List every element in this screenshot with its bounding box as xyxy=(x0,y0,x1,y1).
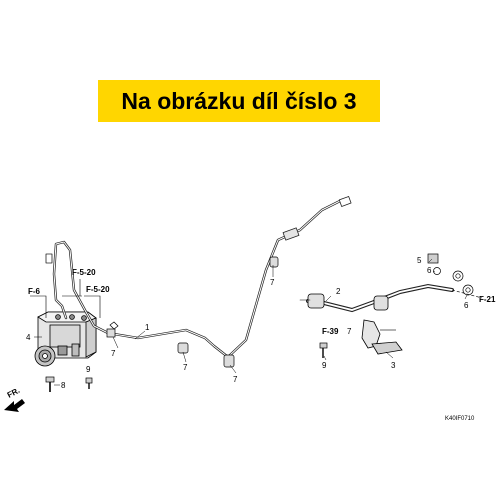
abs-modulator xyxy=(34,311,97,367)
ref-f21: F-21 xyxy=(479,295,496,304)
ref-f5-20-top: F-5-20 xyxy=(72,268,96,277)
callout-6-lower: 6 xyxy=(464,301,469,310)
callout-5: 5 xyxy=(417,256,422,265)
callout-1: 1 xyxy=(145,323,150,332)
f21-dashed-link xyxy=(451,289,483,299)
leader-lines xyxy=(34,258,468,386)
banjo-bolt-and-washers xyxy=(427,253,474,296)
diagram-code: K40IF0710 xyxy=(445,416,475,422)
callout-3: 3 xyxy=(391,361,396,370)
direction-label: FR. xyxy=(6,386,22,400)
banner-text: Na obrázku díl číslo 3 xyxy=(121,87,357,114)
brake-hose-rear xyxy=(299,283,454,313)
callout-7-clip: 7 xyxy=(347,327,352,336)
bolt-9-right xyxy=(319,342,328,358)
ref-f6: F-6 xyxy=(28,287,41,296)
callout-8: 8 xyxy=(61,381,66,390)
ref-f39: F-39 xyxy=(322,327,339,336)
callout-7-upper: 7 xyxy=(270,278,275,287)
part-number-banner: Na obrázku díl číslo 3 xyxy=(98,80,380,122)
callout-6-upper: 6 xyxy=(427,266,432,275)
callout-4: 4 xyxy=(26,333,31,342)
bolt-8 xyxy=(45,376,55,392)
callout-2: 2 xyxy=(336,287,341,296)
callout-7-mid: 7 xyxy=(183,363,188,372)
callout-7-lower: 7 xyxy=(233,375,238,384)
callout-9-left: 9 xyxy=(86,365,91,374)
bolt-9-left xyxy=(85,377,93,389)
callout-7-abs: 7 xyxy=(111,349,116,358)
hose-bracket-part-3 xyxy=(361,319,403,355)
front-direction-arrow xyxy=(4,399,25,412)
pipe-clamps xyxy=(106,256,279,368)
reference-brackets xyxy=(30,279,101,318)
callout-9-right: 9 xyxy=(322,361,327,370)
ref-f5-20-bottom: F-5-20 xyxy=(86,285,110,294)
brake-pipe-assembly xyxy=(45,196,352,359)
